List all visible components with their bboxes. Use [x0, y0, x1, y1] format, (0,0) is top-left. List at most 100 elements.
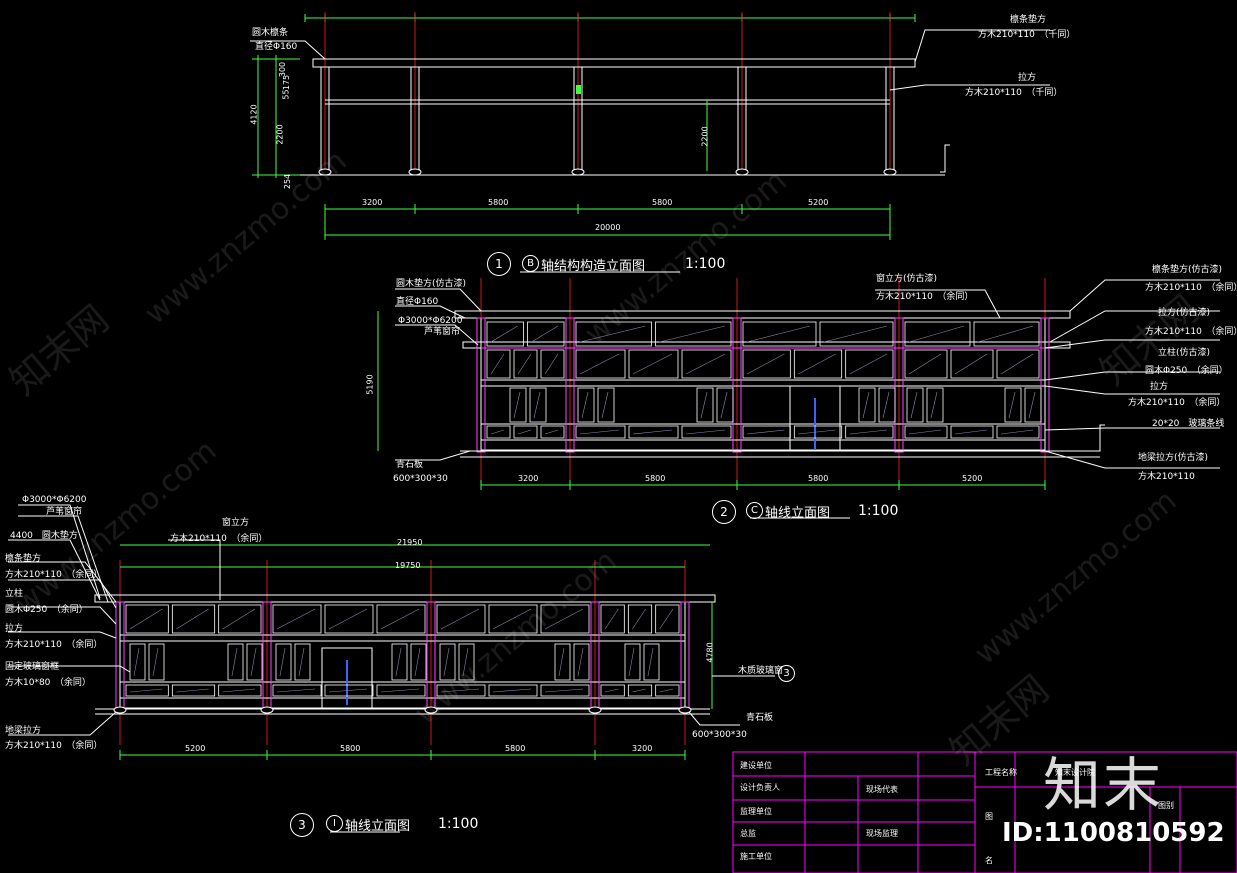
label-left: 方木210*110 （余同）: [5, 570, 103, 580]
dim-span: 5200: [962, 474, 983, 483]
dim-span: 3200: [518, 474, 539, 483]
label-left: 檩条垫方: [5, 554, 42, 564]
glass-row-lower: [904, 425, 1040, 439]
glass-row-lower: [272, 684, 426, 697]
tb-figure-label: 图: [985, 812, 993, 821]
dim-span: 5800: [808, 474, 829, 483]
label-right: 木质玻璃窗: [738, 666, 784, 676]
label-left: Φ3000*Φ6200: [22, 495, 87, 505]
lattice-window: [1004, 387, 1042, 423]
label-left: Φ3000*Φ6200: [398, 316, 463, 326]
lattice-window: [439, 643, 475, 681]
label-left: 固定玻璃窗框: [5, 662, 60, 672]
tb-project-value: 知末设计院: [1055, 768, 1095, 777]
dim-span: 5800: [645, 474, 666, 483]
lattice-window: [554, 643, 590, 681]
axis-circle: C: [746, 502, 763, 519]
label-left: 立柱: [5, 589, 24, 599]
brand-logo: 知末: [1043, 751, 1164, 819]
label-left: 4400 圆木垫方: [10, 531, 78, 541]
label-left: 圆木垫方(仿古漆): [396, 279, 467, 289]
dim-height: 4120: [249, 104, 259, 125]
drawing-title: 轴线立面图: [765, 506, 831, 521]
dim-span: 5800: [488, 198, 509, 207]
glass-row-top: [486, 321, 565, 347]
lattice-window: [275, 643, 311, 681]
tb-name-label: 名: [985, 856, 993, 865]
label-right: 600*300*30: [692, 730, 747, 740]
lattice-window: [509, 387, 547, 423]
label-left: 芦苇窗帘: [46, 507, 83, 517]
axis-circle: I: [326, 815, 343, 832]
glass-row-upper: [904, 349, 1040, 379]
label-right: 方木210*110: [1138, 472, 1195, 482]
label-top: 方木210*110 （余同）: [170, 534, 268, 544]
dim-span: 3200: [632, 744, 653, 753]
glass-row-upper: [600, 604, 680, 634]
lattice-window: [858, 387, 896, 423]
glass-row-lower: [742, 425, 894, 439]
dim-height: 175: [282, 74, 292, 91]
glass-row-top: [904, 321, 1040, 347]
dim-span: 5800: [505, 744, 526, 753]
drawing-scale: 1:100: [858, 503, 899, 519]
drawing-number-circle: 3: [290, 813, 314, 837]
label-tie-beam: 拉方: [1018, 73, 1037, 83]
drawing-number-circle: 1: [487, 252, 511, 276]
lattice-window: [129, 643, 165, 681]
tb-row: 设计负责人: [740, 783, 780, 792]
label-right: 檩条垫方(仿古漆): [1152, 265, 1223, 275]
glass-row-upper: [486, 349, 565, 379]
label-left: 方木10*80 （余同）: [5, 678, 91, 688]
label-right: 圆木Φ250 （余同）: [1145, 366, 1228, 376]
glass-row-upper: [575, 349, 732, 379]
dim-span: 5800: [340, 744, 361, 753]
lattice-window: [391, 643, 427, 681]
dim-span: 5200: [185, 744, 206, 753]
lattice-window: [906, 387, 944, 423]
drawing-scale: 1:100: [438, 816, 479, 832]
label-left: 600*300*30: [393, 474, 448, 484]
tb-mid: 现场监理: [866, 829, 898, 838]
label-left: 直径Φ160: [396, 297, 439, 307]
glass-row-upper: [272, 604, 426, 634]
drawing-number-circle: 2: [712, 500, 736, 524]
lattice-window: [227, 643, 263, 681]
dim-height: 4780: [705, 642, 715, 663]
label-right: 拉方: [1150, 382, 1169, 392]
tb-row: 建设单位: [740, 761, 772, 770]
dim-height: 254: [283, 173, 293, 190]
label-right: 拉方(仿古漆): [1158, 308, 1211, 318]
dim-total: 21950: [397, 538, 423, 547]
glass-row-top: [575, 321, 732, 347]
detail-circle: 3: [778, 665, 795, 682]
label-left: 方木210*110 （余同）: [5, 741, 103, 751]
drawing3-i-axis-elevation: [8, 504, 775, 833]
drawing1-structure-elevation: [250, 12, 1050, 273]
lattice-window: [696, 387, 734, 423]
glass-row-lower: [600, 684, 680, 697]
lattice-window: [577, 387, 615, 423]
dim-total: 19750: [395, 561, 421, 570]
glass-row-top: [742, 321, 894, 347]
label-diameter: 直径Φ160: [255, 42, 298, 52]
drawing-title: 轴线立面图: [345, 819, 411, 834]
tb-row: 总监: [740, 829, 756, 838]
tb-mid: 现场代表: [866, 785, 898, 794]
glass-row-lower: [125, 684, 262, 697]
label-left: 拉方: [5, 624, 24, 634]
glass-row-lower: [486, 425, 565, 439]
dim-height: 2200: [700, 126, 710, 147]
title-block-frame: [732, 751, 1237, 873]
label-tie-size: 方木210*110 （千同）: [965, 88, 1063, 98]
glass-row-upper: [436, 604, 590, 634]
tb-row: 监理单位: [740, 807, 772, 816]
glass-row-lower: [436, 684, 590, 697]
label-left: 方木210*110 （余同）: [5, 640, 103, 650]
dim-height: 5190: [365, 374, 375, 395]
tb-drawing-label: 图别: [1158, 801, 1174, 810]
label-right: 立柱(仿古漆): [1158, 348, 1211, 358]
label-purlin-pad: 檩条垫方: [1010, 15, 1047, 25]
label-left: 地梁拉方: [5, 726, 42, 736]
